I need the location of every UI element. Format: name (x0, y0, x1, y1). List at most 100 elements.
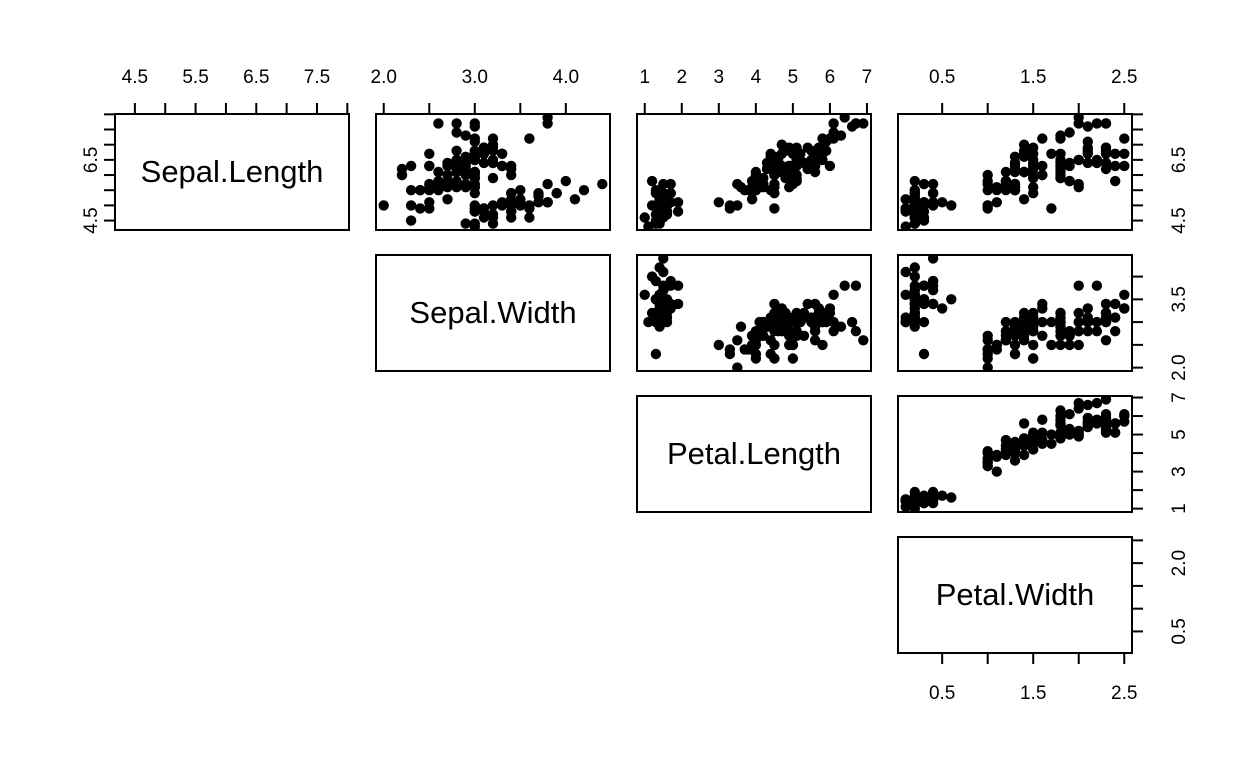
scatter-point (478, 203, 490, 214)
scatter-point (643, 316, 654, 328)
scatter-point (802, 163, 813, 175)
scatter-point (900, 289, 911, 300)
scatter-point (769, 298, 780, 310)
variable-label-sepal-length: Sepal.Length (140, 154, 324, 189)
scatter-point (405, 200, 417, 211)
scatter-point (658, 285, 669, 296)
scatter-point (672, 298, 684, 310)
tick-label: 3.5 (1169, 286, 1190, 312)
scatter-point (1110, 175, 1121, 187)
scatter-point (442, 175, 453, 187)
scatter-point (1009, 178, 1021, 190)
scatter-point (937, 197, 948, 208)
scatter-point (802, 142, 813, 153)
scatter-point (1055, 339, 1066, 351)
scatter-point (654, 303, 665, 314)
scatter-point (1100, 298, 1112, 310)
scatter-point (1073, 154, 1084, 166)
scatter-point (927, 254, 939, 264)
scatter-point (451, 160, 462, 172)
scatter-point (1119, 416, 1130, 427)
tick-label: 4.0 (553, 67, 579, 88)
scatter-point (909, 200, 920, 211)
scatter-point (909, 191, 920, 202)
scatter-point (533, 191, 544, 202)
scatter-point (909, 316, 920, 328)
scatter-point (1028, 148, 1039, 159)
scatter-point (937, 303, 948, 314)
scatter-point (650, 294, 662, 305)
scatter-point (487, 157, 499, 169)
scatter-point (724, 200, 736, 211)
tick-label: 6 (825, 67, 836, 88)
scatter-point (937, 490, 948, 501)
scatter-point (824, 160, 836, 172)
scatter-point (1055, 326, 1066, 337)
scatter-point (927, 486, 939, 498)
scatter-point (469, 133, 480, 144)
scatter-point (424, 203, 435, 214)
scatter-point (918, 348, 930, 360)
scatter-point (791, 330, 802, 341)
scatter-point (791, 316, 802, 328)
scatter-point (780, 316, 791, 328)
scatter-point (828, 289, 839, 300)
scatter-point (1028, 160, 1039, 172)
scatter-point (1091, 118, 1103, 129)
scatter-point (900, 266, 911, 278)
scatter-point (769, 203, 780, 214)
scatter-point (1046, 203, 1057, 214)
scatter-point (802, 298, 813, 310)
scatter-point (1110, 427, 1121, 438)
scatter-point (809, 326, 821, 337)
scatter-point (1055, 410, 1066, 422)
scatter-point (735, 321, 747, 332)
scatter-point (909, 303, 920, 314)
scatter-point (1046, 316, 1057, 328)
scatter-point (1100, 163, 1112, 175)
scatter-point (433, 166, 444, 178)
scatter-point (469, 206, 480, 217)
scatter-point (909, 271, 920, 282)
scatter-point (1082, 421, 1093, 433)
scatter-point (654, 200, 665, 211)
scatter-point (1073, 316, 1084, 328)
scatter-point (828, 118, 839, 129)
scatter-point (982, 453, 993, 464)
scatter-point (1119, 303, 1130, 314)
tick-label: 1 (639, 67, 650, 88)
scatter-point (780, 169, 791, 181)
scatter-point (909, 212, 920, 223)
scatter-point (991, 466, 1002, 477)
scatter-point (746, 194, 758, 205)
scatter-point (1037, 298, 1048, 310)
scatter-point (658, 254, 669, 264)
scatter-point (1055, 172, 1066, 184)
scatter-point (542, 197, 553, 208)
scatter-point (1000, 444, 1012, 455)
scatter-panel-sepal-width-vs-petal-length (636, 254, 872, 372)
scatter-point (460, 130, 471, 141)
scatter-point (991, 185, 1002, 196)
scatter-point (1028, 326, 1039, 337)
scatter-point (469, 154, 480, 166)
scatter-point (415, 203, 426, 214)
scatter-point (918, 215, 930, 226)
scatter-point (1073, 403, 1084, 414)
tick-label: 6.5 (81, 147, 102, 173)
scatter-point (551, 188, 562, 199)
scatter-point (1100, 307, 1112, 319)
scatter-point (1018, 166, 1030, 178)
scatter-point (791, 172, 802, 184)
scatter-point (560, 175, 571, 187)
scatter-point (1119, 409, 1130, 420)
scatter-point (1082, 121, 1093, 132)
scatter-point (918, 280, 930, 291)
tick-label: 3.0 (462, 67, 488, 88)
scatter-point (1073, 339, 1084, 351)
scatter-point (378, 200, 389, 211)
scatter-point (650, 185, 662, 196)
scatter-point (487, 212, 499, 223)
scatter-point (991, 197, 1002, 208)
scatter-point (1037, 133, 1048, 144)
